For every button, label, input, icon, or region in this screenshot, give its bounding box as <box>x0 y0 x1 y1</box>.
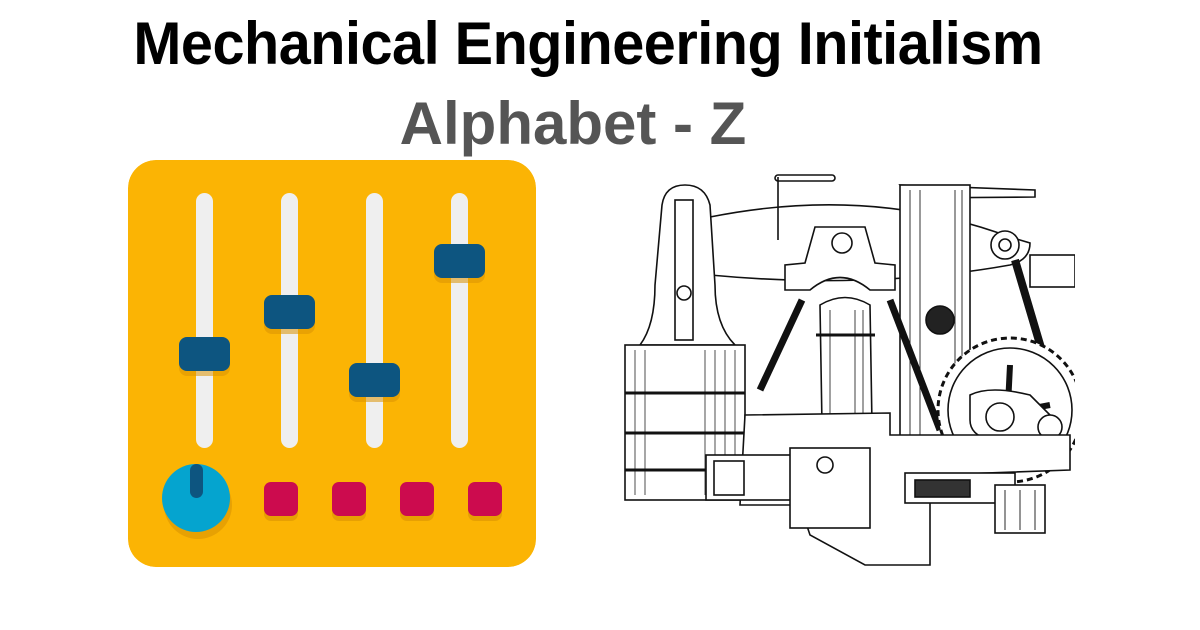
button-4 <box>468 482 502 516</box>
slider-knob-2 <box>264 295 315 329</box>
button-3 <box>400 482 434 516</box>
button-2 <box>332 482 366 516</box>
slider-knob-3 <box>349 363 400 397</box>
page-title: Mechanical Engineering Initialism <box>133 10 1043 77</box>
page-subtitle: Alphabet - Z <box>399 90 747 157</box>
button-1 <box>264 482 298 516</box>
steam-beam-engine-illustration <box>624 174 1075 566</box>
slider-knob-1 <box>179 337 230 371</box>
dial-knob-icon <box>162 464 232 539</box>
mixer-sliders-icon <box>128 160 536 567</box>
slider-knob-4 <box>434 244 485 278</box>
